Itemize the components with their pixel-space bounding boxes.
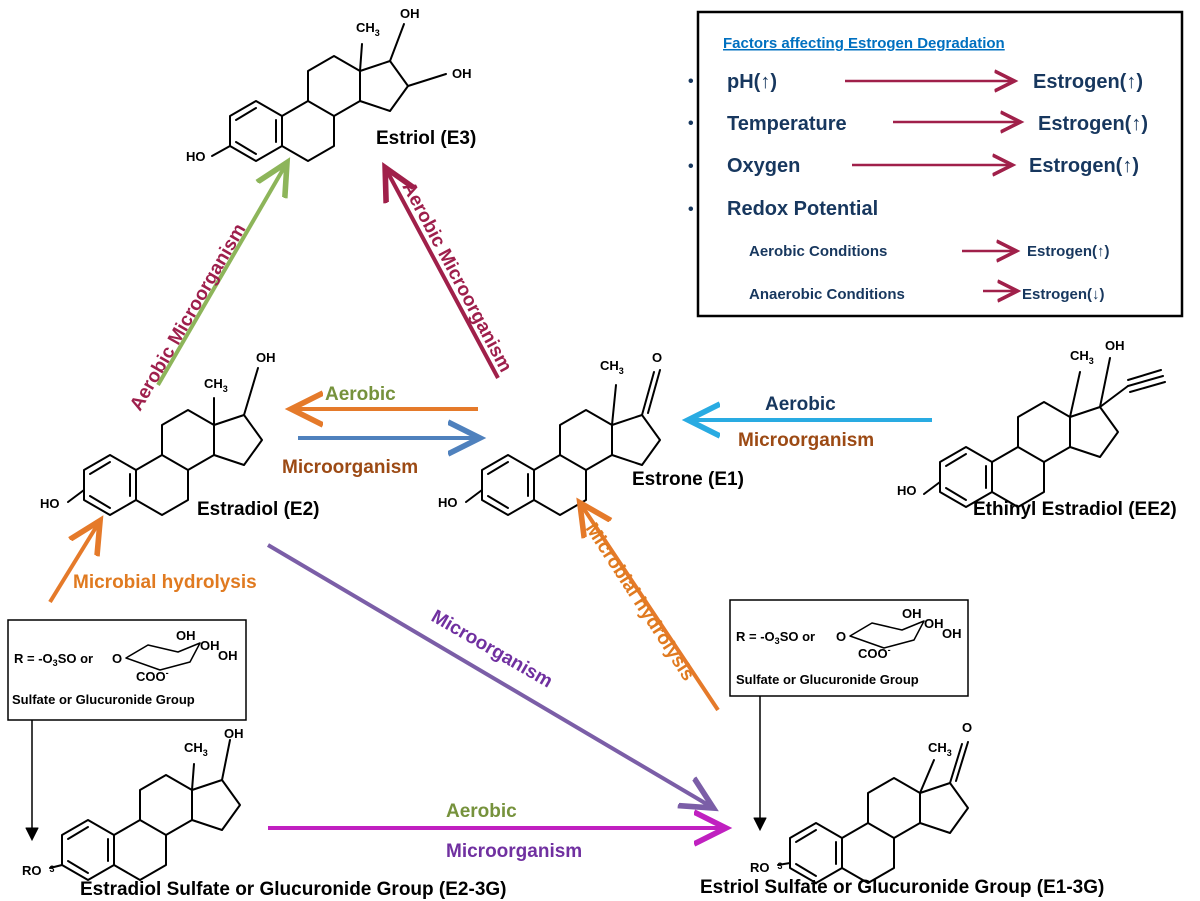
- e1g-o: O: [962, 720, 972, 735]
- estrone-structure: HO CH3 O Estrone (E1): [438, 350, 744, 516]
- label-ee2-to-e1-bottom: Microorganism: [738, 430, 874, 451]
- bullet-ph: •: [688, 73, 694, 90]
- group-box-left-frame: [7, 619, 247, 721]
- label-ee2-to-e1-top: Aerobic: [765, 394, 836, 415]
- label-e2-to-e1: Microorganism: [282, 457, 418, 478]
- estriol-label: Estriol (E3): [376, 128, 476, 149]
- label-e2g-to-e1g-bottom: Microorganism: [446, 841, 582, 862]
- group-left-oh3: OH: [218, 648, 238, 663]
- bullet-oxygen: •: [688, 158, 694, 175]
- estradiol-label: Estradiol (E2): [197, 499, 319, 520]
- factors-box: Factors affecting Estrogen Degradation •…: [688, 10, 1184, 318]
- factor-ph: pH(↑): [727, 71, 777, 93]
- arrow-e2g-hydrolysis: [48, 524, 98, 604]
- bullet-redox: •: [688, 201, 694, 218]
- estriol-structure: HO CH3 OH OH Estriol (E3): [186, 6, 476, 164]
- arrow-e1g-hydrolysis: [582, 506, 720, 712]
- group-left-coo: COO-: [136, 668, 169, 684]
- group-box-right-frame: [729, 599, 969, 697]
- ee2-ch3: CH3: [1070, 348, 1094, 366]
- group-box-left: R = -O3SO or O OH OH OH COO- Sulfate or …: [7, 619, 247, 838]
- factor-temperature: Temperature: [727, 113, 847, 135]
- condition-anaerobic: Anaerobic Conditions: [749, 286, 905, 303]
- bullet-temperature: •: [688, 115, 694, 132]
- estriol-ho: HO: [186, 149, 206, 164]
- label-e2-to-e3: Aerobic Microorganism: [126, 220, 250, 414]
- condition-aerobic: Aerobic Conditions: [749, 243, 887, 260]
- arrow-e1-to-e3: [387, 171, 500, 379]
- factors-title: Factors affecting Estrogen Degradation: [723, 35, 1005, 52]
- estriol-oh-top: OH: [400, 6, 420, 21]
- ee2-oh: OH: [1105, 338, 1125, 353]
- group-left-o: O: [112, 651, 122, 666]
- effect-anaerobic: Estrogen(↓): [1022, 286, 1105, 303]
- estrone-label: Estrone (E1): [632, 469, 744, 490]
- label-e2g-hydrolysis: Microbial hydrolysis: [73, 572, 257, 593]
- group-box-right: R = -O3SO or O OH OH OH COO- Sulfate or …: [729, 599, 969, 828]
- estrone-o: O: [652, 350, 662, 365]
- e2g-label: Estradiol Sulfate or Glucuronide Group (…: [80, 879, 507, 900]
- estradiol-oh: OH: [256, 350, 276, 365]
- ee2-label: Ethinyl Estradiol (EE2): [973, 499, 1177, 520]
- estrone-ho: HO: [438, 495, 458, 510]
- group-right-coo: COO-: [858, 645, 891, 661]
- effect-oxygen: Estrogen(↑): [1029, 155, 1139, 177]
- label-e2g-to-e1g-top: Aerobic: [446, 801, 517, 822]
- label-e1-to-e3: Aerobic Microorganism: [398, 178, 516, 375]
- effect-temperature: Estrogen(↑): [1038, 113, 1148, 135]
- label-e1-to-e2: Aerobic: [325, 384, 396, 405]
- factor-redox: Redox Potential: [727, 198, 878, 220]
- factor-oxygen: Oxygen: [727, 155, 800, 177]
- e1g-ch3: CH3: [928, 740, 952, 758]
- group-right-oh2: OH: [924, 616, 944, 631]
- effect-ph: Estrogen(↑): [1033, 71, 1143, 93]
- effect-aerobic: Estrogen(↑): [1027, 243, 1110, 260]
- group-left-oh2: OH: [200, 638, 220, 653]
- group-right-oh3: OH: [942, 626, 962, 641]
- group-right-r: R = -O3SO or: [736, 629, 815, 646]
- arrow-e2-to-e3: [156, 166, 285, 387]
- ee2-ho: HO: [897, 483, 917, 498]
- group-left-oh1: OH: [176, 628, 196, 643]
- estradiol-structure: HO CH3 OH Estradiol (E2): [40, 350, 319, 520]
- group-right-caption: Sulfate or Glucuronide Group: [736, 672, 919, 687]
- group-right-o: O: [836, 629, 846, 644]
- e2g-ch3: CH3: [184, 740, 208, 758]
- e1g-label: Estriol Sulfate or Glucuronide Group (E1…: [700, 877, 1104, 898]
- estrone-ch3: CH3: [600, 358, 624, 376]
- arrow-e2-to-e1g: [266, 543, 710, 806]
- group-left-r: R = -O3SO or: [14, 651, 93, 668]
- e2g-oh: OH: [224, 726, 244, 741]
- label-e1g-hydrolysis: Microbial hydrolysis: [581, 519, 699, 685]
- ethinyl-estradiol-structure: HO CH3 OH Ethinyl Estradiol (EE2): [897, 338, 1177, 520]
- group-left-caption: Sulfate or Glucuronide Group: [12, 692, 195, 707]
- estriol-oh-right: OH: [452, 66, 472, 81]
- estradiol-ho: HO: [40, 496, 60, 511]
- group-right-oh1: OH: [902, 606, 922, 621]
- estradiol-ch3: CH3: [204, 376, 228, 394]
- estriol-ch3: CH3: [356, 20, 380, 38]
